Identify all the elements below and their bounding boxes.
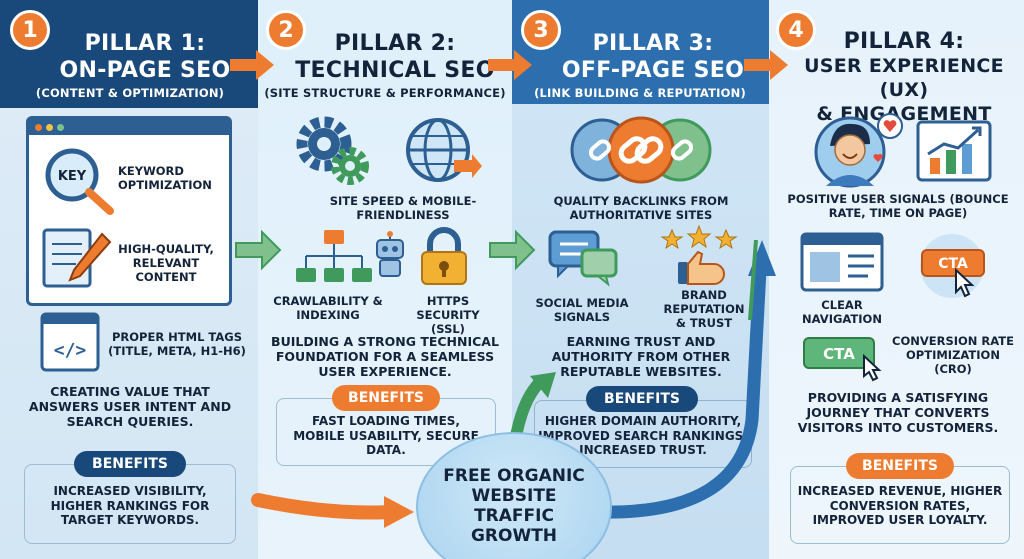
pillar-1-item-keyword: KEYWORD OPTIMIZATION xyxy=(118,164,212,192)
pillar-2-item-crawlability: CRAWLABILITY & INDEXING xyxy=(273,294,383,322)
pillar-3-description: EARNING TRUST AND AUTHORITY FROM OTHER R… xyxy=(551,334,731,379)
pillar-2-title-line1: PILLAR 2: xyxy=(334,31,456,56)
pillar-3-benefits-text: HIGHER DOMAIN AUTHORITY, IMPROVED SEARCH… xyxy=(538,414,748,457)
pillar-2-item-speed: SITE SPEED & MOBILE-FRIENDLINESS xyxy=(329,194,477,222)
chain-links-icon xyxy=(570,116,712,184)
pillar-3-title: PILLAR 3: OFF-PAGE SEO xyxy=(548,30,758,84)
navigation-window-icon xyxy=(800,232,884,292)
pillar-4-benefits-label: BENEFITS xyxy=(846,453,954,479)
pillar-1-subtitle: (CONTENT & OPTIMIZATION) xyxy=(35,86,225,100)
pillar-4-item-user-signals: POSITIVE USER SIGNALS (BOUNCE RATE, TIME… xyxy=(787,192,1009,220)
chat-bubbles-icon xyxy=(548,230,618,287)
pillar-2-number-badge: 2 xyxy=(266,10,306,50)
pillar-1-title: PILLAR 1: ON-PAGE SEO xyxy=(40,30,250,84)
traffic-growth-text: FREE ORGANIC WEBSITE TRAFFIC GROWTH xyxy=(443,466,585,546)
stars-thumbs-up-icon xyxy=(660,224,738,285)
globe-icon xyxy=(406,118,482,182)
code-tag-icon: </> xyxy=(40,312,100,372)
sitemap-icon xyxy=(296,230,372,282)
pillar-2-benefits-label: BENEFITS xyxy=(332,385,440,411)
magnifier-key-icon: KEY xyxy=(45,148,114,215)
pillar-3-benefits-label: BENEFITS xyxy=(586,386,698,412)
padlock-icon xyxy=(421,227,467,285)
pillar-4-benefits-text: INCREASED REVENUE, HIGHER CONVERSION RAT… xyxy=(797,484,1003,527)
pillar-3-item-social: SOCIAL MEDIA SIGNALS xyxy=(535,296,629,324)
pillar-3-subtitle: (LINK BUILDING & REPUTATION) xyxy=(534,86,746,100)
arrow-right-icon xyxy=(488,50,532,80)
pillar-1-item-content: HIGH-QUALITY, RELEVANT CONTENT xyxy=(118,242,214,284)
cta-green-label: CTA xyxy=(823,345,855,363)
growth-chart-icon xyxy=(916,120,992,182)
cta-button-label: CTA xyxy=(938,256,968,272)
pillar-4-item-navigation: CLEAR NAVIGATION xyxy=(802,298,882,326)
arrow-right-icon xyxy=(230,50,274,80)
pillar-2-title: PILLAR 2: TECHNICAL SEO xyxy=(290,30,500,84)
cta-button-cursor-icon: CTA xyxy=(920,234,985,298)
pillar-1-title-line1: PILLAR 1: xyxy=(84,31,206,56)
robot-crawler-icon xyxy=(376,231,404,277)
pillar-4-title-line1: PILLAR 4: xyxy=(843,29,965,54)
arrow-right-icon xyxy=(744,50,788,80)
pillar-4-item-cro: CONVERSION RATE OPTIMIZATION (CRO) xyxy=(892,334,1014,376)
pillar-3-item-backlinks: QUALITY BACKLINKS FROM AUTHORITATIVE SIT… xyxy=(553,194,729,222)
pillar-3-title-line1: PILLAR 3: xyxy=(592,31,714,56)
code-tag-label: </> xyxy=(54,340,87,361)
pillar-2-benefits-text: FAST LOADING TIMES, MOBILE USABILITY, SE… xyxy=(293,414,479,457)
pillar-3-number-badge: 3 xyxy=(521,10,561,50)
arrow-right-green-icon xyxy=(489,229,536,271)
pillar-3-item-reputation: BRAND REPUTATION & TRUST xyxy=(663,288,745,330)
pillar-2-description: BUILDING A STRONG TECHNICAL FOUNDATION F… xyxy=(271,334,499,379)
pillar-4-title-line2: USER EXPERIENCE (UX) xyxy=(804,55,1004,101)
pillar-1-item-html-tags: PROPER HTML TAGS (TITLE, META, H1-H6) xyxy=(108,330,246,358)
pillar-2-subtitle: (SITE STRUCTURE & PERFORMANCE) xyxy=(264,86,506,100)
traffic-growth-circle xyxy=(416,432,612,559)
browser-title-bar xyxy=(29,119,229,135)
pillar-3-title-line2: OFF-PAGE SEO xyxy=(561,58,745,83)
happy-user-icon xyxy=(814,113,903,188)
magnifier-key-label: KEY xyxy=(58,169,87,184)
gears-icon xyxy=(296,116,369,185)
pillar-4-description: PROVIDING A SATISFYING JOURNEY THAT CONV… xyxy=(797,390,999,435)
pillar-1-benefits-label: BENEFITS xyxy=(74,451,186,477)
cta-green-button-icon: CTA xyxy=(803,337,882,382)
pillar-2-title-line2: TECHNICAL SEO xyxy=(295,58,495,83)
pillar-4-number-badge: 4 xyxy=(776,10,816,50)
pillar-1-benefits-text: INCREASED VISIBILITY, HIGHER RANKINGS FO… xyxy=(50,484,210,527)
pillar-1-number-badge: 1 xyxy=(10,10,50,50)
pillar-1-title-line2: ON-PAGE SEO xyxy=(59,58,231,83)
arrow-right-green-icon xyxy=(235,229,282,271)
document-pencil-icon xyxy=(42,228,112,288)
pillar-1-description: CREATING VALUE THAT ANSWERS USER INTENT … xyxy=(28,384,232,429)
pillar-2-item-https: HTTPS SECURITY (SSL) xyxy=(416,294,480,336)
pillar-4-title: PILLAR 4: USER EXPERIENCE (UX) & ENGAGEM… xyxy=(786,30,1022,126)
